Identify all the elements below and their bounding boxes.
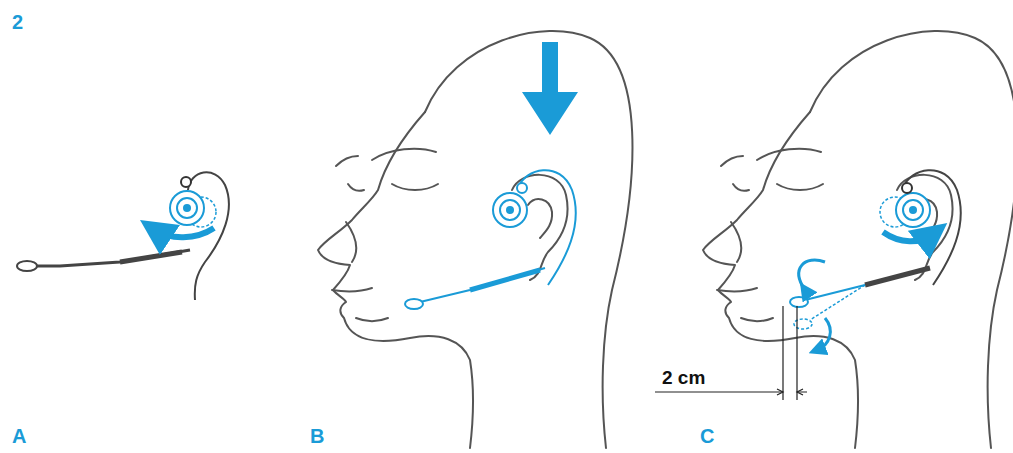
head-c: [655, 31, 1013, 448]
panel-letter: B: [310, 426, 324, 446]
panel-letter: A: [12, 426, 26, 446]
panel-letter: C: [700, 426, 714, 446]
headset-a: [17, 172, 229, 300]
step-number: 2: [12, 12, 23, 32]
head-b: [318, 31, 632, 448]
dimension-label: 2 cm: [662, 368, 705, 387]
